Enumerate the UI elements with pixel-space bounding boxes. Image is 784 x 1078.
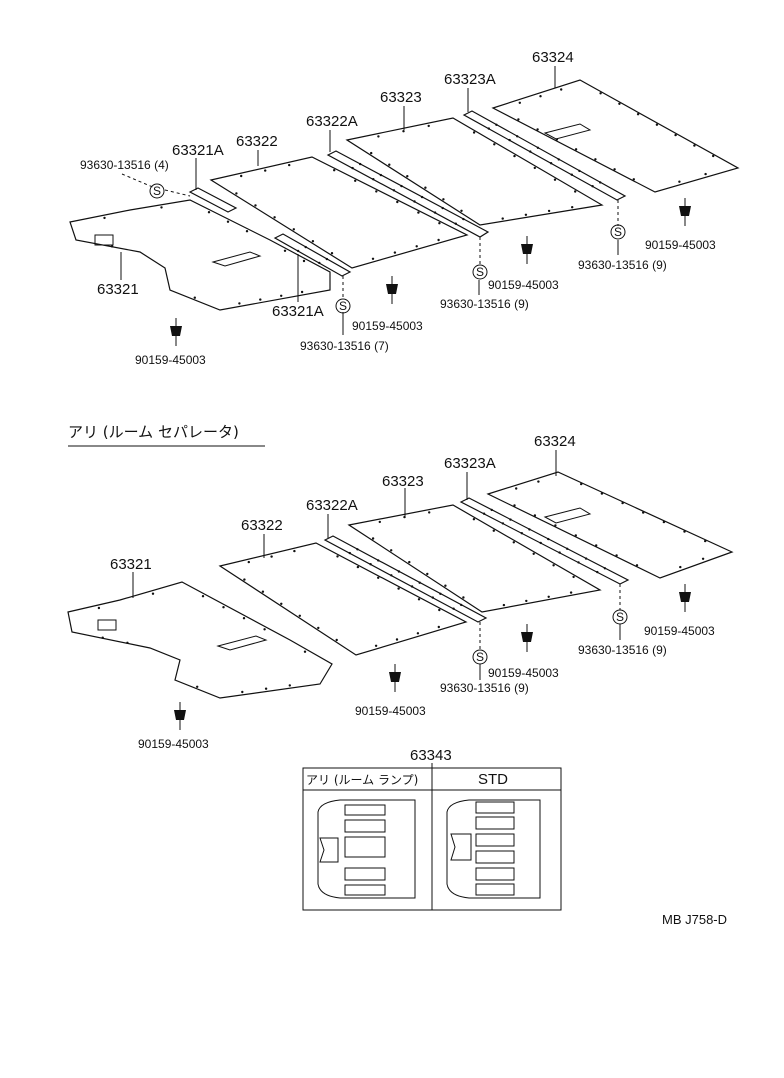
svg-text:S: S	[476, 650, 484, 664]
panel-63321-top	[69, 199, 331, 311]
fastener-dots	[482, 508, 607, 574]
clip-symbol: S	[472, 649, 488, 665]
lamp-layout-std	[446, 799, 541, 899]
bolt-icon	[174, 702, 186, 730]
clip-symbol: S	[612, 609, 628, 625]
clip-symbol: S	[335, 298, 351, 314]
fastener-dots	[103, 206, 306, 305]
label-63321: 63321	[110, 556, 152, 573]
table-header-std: STD	[478, 771, 508, 788]
label-clip-7: 93630-13516 (7)	[300, 339, 389, 353]
bolt-icon	[679, 198, 691, 226]
bolt-icon	[679, 584, 691, 612]
label-63322: 63322	[236, 133, 278, 150]
label-clip-4: 93630-13516 (4)	[80, 158, 169, 172]
label-63324: 63324	[532, 49, 574, 66]
panel-63324-bottom-slot	[543, 507, 592, 524]
clip-symbol: S	[610, 224, 626, 240]
bolt-icon	[521, 236, 533, 264]
leader	[164, 189, 191, 197]
svg-text:S: S	[339, 299, 347, 313]
label-bolt: 90159-45003	[645, 238, 716, 252]
panel-63321-bottom-slot	[216, 635, 268, 651]
top-assembly: S S S S	[69, 49, 740, 367]
reference-code: MB J758-D	[662, 912, 727, 927]
label-63323: 63323	[382, 473, 424, 490]
label-63323A: 63323A	[444, 455, 496, 472]
label-bolt: 90159-45003	[352, 319, 423, 333]
strip-63322A-bottom	[323, 535, 488, 623]
label-63321A-top: 63321A	[172, 142, 224, 159]
panel-63322-top	[209, 156, 469, 269]
fastener-dots	[243, 549, 441, 647]
clip-symbol: S	[149, 183, 165, 199]
label-63322A: 63322A	[306, 497, 358, 514]
fastener-dots	[513, 480, 707, 569]
clip-symbol: S	[472, 264, 488, 280]
label-clip-9: 93630-13516 (9)	[578, 643, 667, 657]
fastener-dots	[296, 245, 329, 265]
panel-63321-bottom	[67, 581, 333, 699]
fastener-dots	[235, 163, 441, 260]
label-63343: 63343	[410, 747, 452, 764]
panel-63323-bottom	[347, 504, 602, 613]
strip-63323A-bottom	[459, 497, 630, 585]
table-header-option: アリ (ルーム ランプ)	[306, 773, 418, 787]
label-63324: 63324	[534, 433, 576, 450]
label-63323A: 63323A	[444, 71, 496, 88]
lamp-table: 63343 アリ (ルーム ランプ) STD	[302, 747, 562, 911]
label-63321A-bottom: 63321A	[272, 303, 324, 320]
panel-63321-top-window	[94, 234, 114, 246]
strip-63323A-top	[462, 110, 627, 201]
fastener-dots	[97, 592, 307, 694]
panel-63324-bottom	[486, 471, 734, 579]
svg-text:S: S	[476, 265, 484, 279]
section-header: アリ (ルーム セパレータ)	[68, 423, 239, 441]
svg-text:S: S	[616, 610, 624, 624]
label-63321: 63321	[97, 281, 139, 298]
label-63323: 63323	[380, 89, 422, 106]
fastener-dots	[348, 548, 463, 610]
panel-63324-top-slot	[543, 123, 592, 140]
label-bolt: 90159-45003	[488, 666, 559, 680]
label-63322: 63322	[241, 517, 283, 534]
label-bolt: 90159-45003	[135, 353, 206, 367]
fastener-dots	[351, 162, 465, 225]
lamp-layout-option	[317, 799, 416, 899]
panel-63321-top-slot	[211, 251, 262, 267]
fastener-dots	[487, 123, 602, 188]
fastener-dots	[370, 124, 577, 220]
strip-63322A-top	[326, 150, 490, 238]
strip-63321A-top-a	[188, 187, 238, 213]
bottom-assembly: S S 63324 63323A 63323 63322A	[67, 433, 734, 751]
label-bolt: 90159-45003	[138, 737, 209, 751]
fastener-dots	[371, 511, 575, 607]
bolt-icon	[386, 276, 398, 304]
fastener-dots	[517, 88, 715, 183]
bolt-icon	[521, 624, 533, 652]
panel-63323-top	[345, 117, 604, 226]
panel-63322-bottom	[218, 542, 468, 656]
leader	[121, 173, 156, 189]
panel-63324-top	[491, 79, 740, 193]
svg-text:S: S	[153, 184, 161, 198]
bolt-icon	[389, 664, 401, 692]
label-clip-9: 93630-13516 (9)	[440, 681, 529, 695]
label-bolt: 90159-45003	[644, 624, 715, 638]
bolt-icon	[170, 318, 182, 346]
label-bolt: 90159-45003	[488, 278, 559, 292]
label-63322A: 63322A	[306, 113, 358, 130]
svg-text:S: S	[614, 225, 622, 239]
label-bolt: 90159-45003	[355, 704, 426, 718]
label-clip-9: 93630-13516 (9)	[440, 297, 529, 311]
panel-63321-bottom-window	[97, 619, 117, 631]
label-clip-9: 93630-13516 (9)	[578, 258, 667, 272]
